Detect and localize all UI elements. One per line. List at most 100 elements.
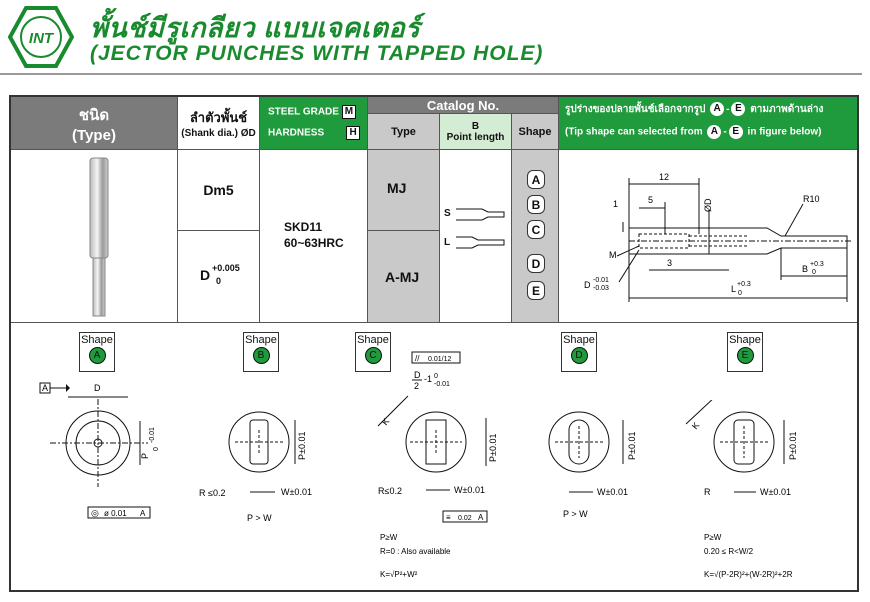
shape-e-dim-p: P±0.01 [788,432,798,460]
dim-b-tol-upper: +0.3 [810,261,824,268]
shape-b-note: P > W [247,513,272,523]
shape-e-note2: 0.20 ≤ R<W/2 [704,547,754,556]
shape-b-drawing: P±0.01 W±0.01 R ≤0.2 P > W [199,411,312,523]
logo-text: INT [29,30,55,47]
dim-3: 3 [667,258,672,268]
shape-option-a[interactable]: A [527,170,545,189]
shape-e-formula: K=√(P-2R)²+(W-2R)²+2R [704,570,793,579]
shape-c-dim-w: W±0.01 [454,485,485,495]
shape-option-c[interactable]: C [527,220,545,239]
col-header-type: ชนิด (Type) [11,97,178,150]
dim-l: L [731,284,736,294]
shape-c-dim-p: P±0.01 [488,434,498,462]
hardness-value: 60~63HRC [284,236,344,250]
shape-d-dim-p: P±0.01 [627,432,637,460]
shape-d-dim-w: W±0.01 [597,487,628,497]
shape-e-dim-k: K [690,420,702,431]
header-divider [0,73,862,75]
tip-english-pre: (Tip shape can selected from [565,126,703,138]
shape-label: Shape [81,334,113,346]
shape-b-dim-p: P±0.01 [297,432,307,460]
shape-d-drawing: P±0.01 W±0.01 P > W [548,411,637,519]
punch-image-cell [11,150,178,323]
col-header-catalog: Catalog No. [368,97,559,114]
shape-e-note1: P≥W [704,533,722,542]
svg-text:≡: ≡ [446,513,451,522]
steel-grade-letter: M [341,105,356,119]
point-s-label: S [444,208,451,219]
shape-option-b[interactable]: B [527,195,545,214]
dim-d-tol-lower: -0.03 [593,285,609,292]
dim-b: B [802,264,808,274]
col-header-b: B [471,120,480,132]
punch-illustration [89,157,109,317]
shape-e-drawing: K P±0.01 R W±0.01 P≥W 0.20 ≤ R<W/2 K=√(P… [685,400,798,579]
dim-b-tol-lower: 0 [812,269,816,276]
shape-c-sym-ref: A [478,513,484,522]
type-mj: MJ [368,150,440,231]
hardness-label: HARDNESS [268,127,325,139]
tip-letter-e-en: E [728,125,743,139]
shape-b-dim-w: W±0.01 [281,487,312,497]
shape-a-p-tol-upper: 0 [153,447,160,451]
shape-letter-d: D [570,347,588,364]
shank-d-tolerance: D +0.005 0 [178,231,260,323]
dim-d-tol: D [584,280,591,290]
page-title-thai: พั้นช์มีรูเกลียว แบบเจคเตอร์ [90,13,421,43]
hardness-letter: H [346,126,361,140]
tip-english-post: in figure below) [747,126,822,138]
col-header-shank-english: (Shank dia.) ØD [181,128,256,139]
shape-c-frac-den: 2 [414,381,419,391]
shape-e-dim-r: R [704,487,711,497]
shape-e-dim-w: W±0.01 [760,487,791,497]
col-header-type-thai: ชนิด [78,106,110,124]
point-length-icons [456,208,505,249]
type-amj: A-MJ [368,231,440,323]
shape-c-par-value: 0.01/12 [428,356,451,363]
shape-c-par-symbol: // [415,354,420,363]
col-header-point-length-label: Point length [446,131,505,143]
shape-a-drawing: A D P 0 -0.01 ◎ ø 0.01 A [39,382,160,519]
dim-d-tol-upper: -0.01 [593,277,609,284]
shape-label: Shape [563,334,595,346]
point-l-label: L [444,237,451,248]
shape-letter-b: B [252,347,270,364]
shape-option-e[interactable]: E [527,281,545,300]
dim-l-tol-lower: 0 [738,290,742,297]
point-length-cell: S L [440,150,512,323]
shape-b-dim-r: R ≤0.2 [199,488,225,498]
tip-thai-post: ตามภาพด้านล่าง [750,104,824,115]
shape-a-conc-ref: A [140,509,146,518]
shape-c-dim-k: K [380,416,392,427]
shape-option-d[interactable]: D [527,254,545,273]
shank-tol-lower: 0 [216,276,222,286]
shape-a-dim-p: P [140,453,150,459]
dim-l-tol-upper: +0.3 [737,281,751,288]
shape-a-dim-d: D [94,383,101,393]
tip-letter-e: E [731,102,746,117]
shape-a-conc-symbol: ◎ [91,508,99,518]
dim-5: 5 [648,195,653,205]
shape-letter-e: E [736,347,754,364]
dim-12: 12 [659,172,669,182]
shape-a-datum: A [42,383,48,393]
shape-c-note2: R=0 : Also available [380,547,451,556]
col-header-point-length: B Point length [440,114,512,150]
col-header-shank: ลำตัวพั้นช์ (Shank dia.) ØD [178,97,260,150]
brand-logo: INT [7,6,75,68]
shank-d: D [200,267,211,283]
shape-label: Shape [729,334,761,346]
col-header-tip-shape: รูปร่างของปลายพั้นช์เลือกจากรูป A-E ตามภ… [559,97,857,150]
tip-thai-pre: รูปร่างของปลายพั้นช์เลือกจากรูป [565,104,706,115]
shank-tol-upper: +0.005 [212,263,240,273]
tip-letter-a-en: A [707,125,722,139]
shape-a-p-tol-lower: -0.01 [149,427,156,443]
col-header-catalog-type: Type [368,114,440,150]
col-header-shank-thai: ลำตัวพั้นช์ [189,110,248,125]
dimension-drawing: 12 5 1 ØD R10 M 3 D -0.01 -0.03 L +0.3 0… [584,172,851,302]
